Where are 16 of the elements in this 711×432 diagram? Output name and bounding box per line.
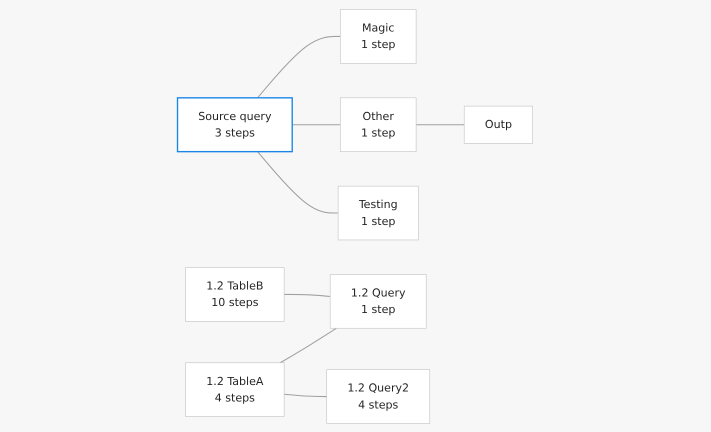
node-box: Other 1 step bbox=[340, 96, 417, 152]
node-box: Testing 1 step bbox=[338, 185, 420, 240]
node-box: Outp bbox=[464, 105, 534, 144]
node-box: 1.2 Query 1 step bbox=[330, 274, 427, 328]
node-box: 1.2 Query2 4 steps bbox=[326, 368, 430, 424]
node-box: 1.2 TableA 4 steps bbox=[186, 362, 285, 416]
connector bbox=[258, 150, 339, 214]
node-box: Source query 3 steps bbox=[177, 96, 294, 152]
connector bbox=[280, 327, 337, 363]
connector bbox=[292, 124, 341, 125]
node-box: 1.2 TableB 10 steps bbox=[186, 266, 285, 322]
connector bbox=[284, 393, 328, 397]
node-box: Magic 1 step bbox=[340, 8, 417, 64]
connector bbox=[258, 35, 341, 98]
connector bbox=[416, 124, 465, 125]
connector bbox=[284, 293, 331, 297]
